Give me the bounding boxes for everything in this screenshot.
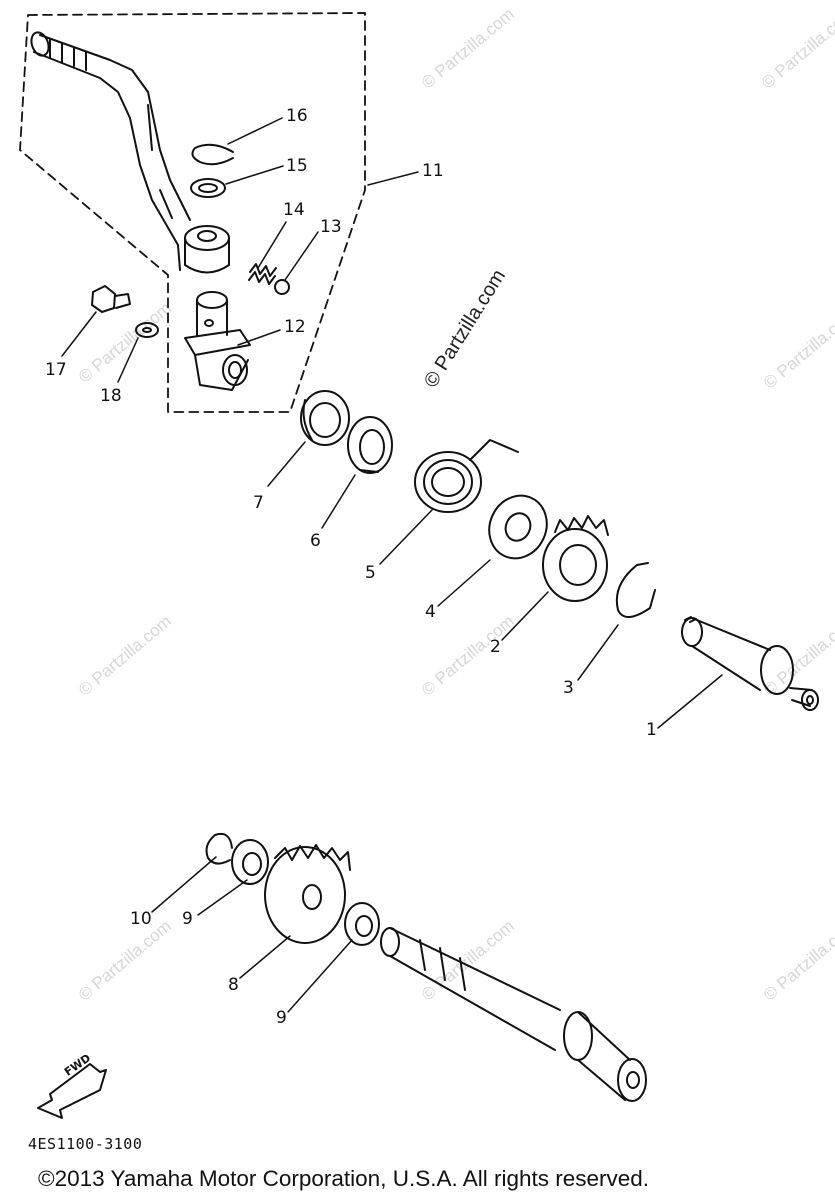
washer-4 xyxy=(488,494,548,560)
callout-17: 17 xyxy=(45,360,67,380)
circlip-16 xyxy=(191,143,234,166)
ratchet-wheel-2 xyxy=(542,515,609,602)
bolt-17 xyxy=(91,285,131,313)
copyright-notice: ©2013 Yamaha Motor Corporation, U.S.A. A… xyxy=(38,1166,650,1191)
idle-gear-8 xyxy=(264,844,351,944)
assembly-outline-dashed xyxy=(19,12,366,413)
callout-5: 5 xyxy=(365,563,376,583)
spring-14 xyxy=(248,263,277,285)
callout-15: 15 xyxy=(286,156,308,176)
callout-10: 10 xyxy=(130,909,152,929)
callout-2: 2 xyxy=(490,637,501,657)
washer-9-lower xyxy=(344,902,380,946)
callout-11: 11 xyxy=(422,161,444,181)
circlip-10 xyxy=(205,832,233,865)
callout-6: 6 xyxy=(310,531,321,551)
ball-13 xyxy=(274,279,290,295)
callout-3: 3 xyxy=(563,678,574,698)
callout-14: 14 xyxy=(283,200,305,220)
callout-18: 18 xyxy=(100,386,122,406)
callout-7: 7 xyxy=(253,493,264,513)
callout-1: 1 xyxy=(646,720,657,740)
oil-seal-7 xyxy=(300,390,350,446)
spring-clip-3 xyxy=(615,562,656,618)
main-axle xyxy=(380,927,647,1102)
callout-9: 9 xyxy=(276,1008,287,1028)
callout-16: 16 xyxy=(286,106,308,126)
callout-12: 12 xyxy=(284,317,306,337)
kick-shaft-1 xyxy=(681,616,819,711)
kick-lever-arm xyxy=(30,31,230,274)
callout-9: 9 xyxy=(182,909,193,929)
washer-18 xyxy=(135,322,159,338)
callout-13: 13 xyxy=(320,217,342,237)
kick-boss-12 xyxy=(184,291,251,391)
callout-4: 4 xyxy=(425,602,436,622)
fwd-arrow xyxy=(37,1063,107,1119)
clip-6 xyxy=(347,416,393,474)
diagram-part-code: 4ES1100-3100 xyxy=(28,1135,143,1153)
washer-9-upper xyxy=(231,839,269,885)
torsion-spring-5 xyxy=(414,439,519,513)
callout-8: 8 xyxy=(228,975,239,995)
washer-15 xyxy=(190,178,226,198)
leader-lines xyxy=(61,117,723,1013)
